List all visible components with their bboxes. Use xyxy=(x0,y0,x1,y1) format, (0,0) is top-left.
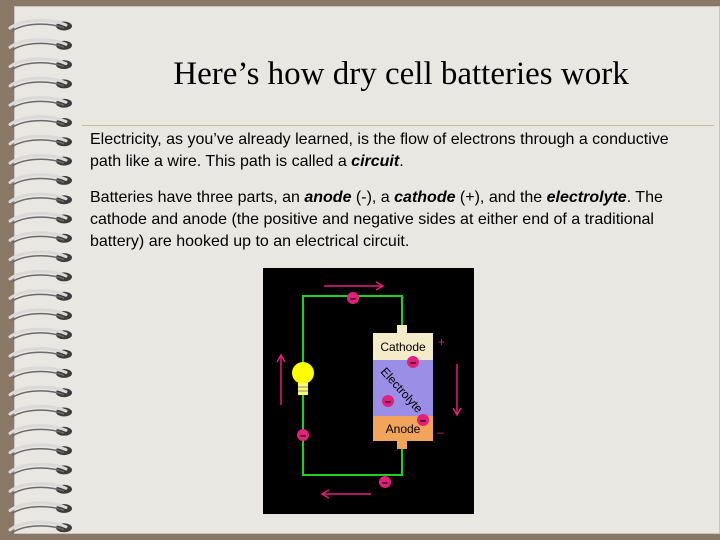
binding-ring xyxy=(8,366,72,380)
electron-sign: – xyxy=(420,415,426,427)
paragraph-battery-parts: Batteries have three parts, an anode (-)… xyxy=(90,187,690,253)
electron: – xyxy=(379,476,391,489)
electron-sign: – xyxy=(385,396,391,408)
binding-ring xyxy=(8,115,72,129)
binding-ring xyxy=(8,192,72,206)
binding-ring xyxy=(8,385,72,399)
binding-ring xyxy=(8,327,72,341)
light-bulb-icon xyxy=(292,362,314,395)
paragraph-electricity-text: Electricity, as you’ve already learned, … xyxy=(90,131,669,170)
electron-sign: – xyxy=(300,430,306,442)
electron: – xyxy=(297,429,309,442)
binding-ring xyxy=(8,231,72,244)
electron: – xyxy=(417,414,429,427)
electron: – xyxy=(382,395,394,408)
electron-sign: – xyxy=(382,477,388,489)
electron: – xyxy=(407,356,419,369)
negative-sign: – xyxy=(437,425,444,439)
electron-flow-arrow-bottom xyxy=(320,489,371,499)
cathode-label: Cathode xyxy=(380,340,426,354)
term-circuit: circuit xyxy=(351,153,400,170)
binding-ring xyxy=(8,501,72,515)
paragraph-battery-text-1: Batteries have three parts, an xyxy=(90,189,305,206)
binding-ring xyxy=(8,134,72,148)
binding-ring xyxy=(8,250,72,264)
binding-ring xyxy=(8,462,72,476)
paragraph-battery-text-2: (-), a xyxy=(351,189,395,206)
electron-flow-arrow-top xyxy=(324,281,385,291)
binding-ring xyxy=(8,38,72,51)
binding-ring xyxy=(8,289,72,302)
term-cathode: cathode xyxy=(394,189,456,206)
spiral-binding xyxy=(8,19,72,534)
binding-ring xyxy=(8,212,72,225)
binding-ring xyxy=(8,347,72,360)
electron-sign: – xyxy=(410,357,416,369)
paragraph-electricity: Electricity, as you’ve already learned, … xyxy=(90,129,690,173)
binding-ring xyxy=(8,173,72,187)
binding-ring xyxy=(8,57,72,71)
binding-ring xyxy=(8,96,72,109)
paragraph-electricity-end: . xyxy=(399,153,404,170)
binding-ring xyxy=(8,424,72,437)
electrolyte-layer xyxy=(373,360,433,416)
binding-ring xyxy=(8,482,72,495)
paragraph-battery-text-4: . The cathode and anode (the positive an… xyxy=(90,189,663,250)
term-electrolyte: electrolyte xyxy=(546,189,627,206)
term-anode: anode xyxy=(304,189,352,206)
slide-title: Here’s how dry cell batteries work xyxy=(173,56,629,92)
binding-ring xyxy=(8,308,72,322)
binding-ring xyxy=(8,76,72,90)
paragraph-battery-text-3: (+), and the xyxy=(455,189,547,206)
binding-ring xyxy=(8,154,72,167)
electron-flow-arrow-right xyxy=(452,364,462,417)
battery-circuit-diagram: Cathode Electrolyte Anode + – – – – – – … xyxy=(263,268,474,514)
cathode-terminal xyxy=(397,325,407,333)
cathode-layer xyxy=(373,333,433,360)
binding-ring xyxy=(8,520,72,534)
binding-ring xyxy=(8,19,72,32)
title-divider xyxy=(82,125,714,126)
binding-ring xyxy=(8,405,72,418)
electron-flow-arrow-left xyxy=(276,353,286,405)
binding-ring xyxy=(8,269,72,283)
anode-terminal xyxy=(397,441,407,449)
electron: – xyxy=(347,292,359,305)
anode-label: Anode xyxy=(386,422,421,436)
binding-ring xyxy=(8,443,72,457)
electron-sign: – xyxy=(350,293,356,305)
positive-sign: + xyxy=(438,335,445,349)
